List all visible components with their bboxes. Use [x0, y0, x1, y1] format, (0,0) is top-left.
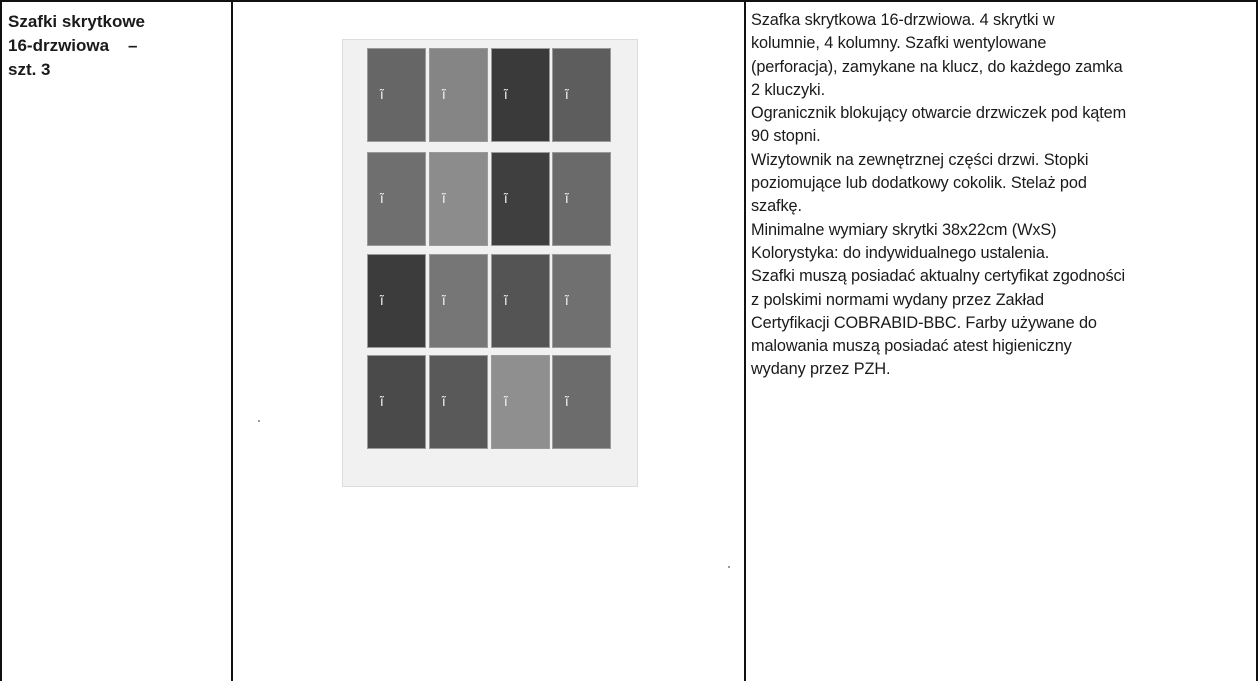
door-handle-icon: ĩ	[380, 88, 384, 103]
description-line: kolumnie, 4 kolumny. Szafki wentylowane	[751, 34, 1047, 53]
locker-door: ĩ	[429, 355, 488, 449]
locker-door: ĩ	[491, 254, 550, 348]
door-handle-icon: ĩ	[380, 395, 384, 410]
item-description-cell: Szafka skrytkowa 16-drzwiowa. 4 skrytki …	[748, 0, 1256, 382]
description-line: wydany przez PZH.	[751, 360, 891, 379]
door-handle-icon: ĩ	[442, 294, 446, 309]
door-handle-icon: ĩ	[504, 88, 508, 103]
description-line: malowania muszą posiadać atest higienicz…	[751, 337, 1072, 356]
door-handle-icon: ĩ	[504, 192, 508, 207]
locker-door: ĩ	[367, 48, 426, 142]
locker-door: ĩ	[552, 48, 611, 142]
door-handle-icon: ĩ	[504, 395, 508, 410]
description-line: szafkę.	[751, 197, 802, 216]
door-handle-icon: ĩ	[565, 395, 569, 410]
door-handle-icon: ĩ	[504, 294, 508, 309]
locker-door: ĩ	[491, 48, 550, 142]
description-line: Szafki muszą posiadać aktualny certyfika…	[751, 267, 1126, 286]
item-name-cell: Szafki skrytkowe 16-drzwiowa – szt. 3	[4, 0, 230, 82]
item-name-line: szt. 3	[8, 60, 51, 79]
description-line: z polskimi normami wydany przez Zakład	[751, 290, 1044, 309]
table-border-right	[1256, 0, 1258, 681]
item-name-line: Szafki skrytkowe	[8, 12, 146, 31]
scan-speck	[728, 566, 730, 568]
description-line: (perforacja), zamykane na klucz, do każd…	[751, 57, 1123, 76]
locker-door: ĩ	[491, 355, 550, 449]
table-border-left	[0, 0, 2, 681]
door-handle-icon: ĩ	[442, 88, 446, 103]
table-column-divider	[231, 0, 233, 681]
locker-door: ĩ	[429, 254, 488, 348]
locker-door: ĩ	[429, 48, 488, 142]
door-handle-icon: ĩ	[442, 192, 446, 207]
locker-door: ĩ	[552, 152, 611, 246]
item-name-line: 16-drzwiowa –	[8, 36, 138, 55]
door-handle-icon: ĩ	[565, 294, 569, 309]
locker-door: ĩ	[552, 254, 611, 348]
locker-door: ĩ	[429, 152, 488, 246]
description-line: 90 stopni.	[751, 127, 821, 146]
door-handle-icon: ĩ	[380, 192, 384, 207]
door-handle-icon: ĩ	[565, 88, 569, 103]
door-handle-icon: ĩ	[565, 192, 569, 207]
description-line: Ogranicznik blokujący otwarcie drzwiczek…	[751, 104, 1127, 123]
locker-cabinet-image: ĩ ĩ ĩ ĩ ĩ ĩ ĩ ĩ ĩ ĩ ĩ ĩ ĩ ĩ ĩ ĩ	[343, 40, 637, 486]
description-line: Szafka skrytkowa 16-drzwiowa. 4 skrytki …	[751, 11, 1055, 29]
locker-door: ĩ	[552, 355, 611, 449]
description-line: 2 kluczyki.	[751, 80, 825, 99]
locker-door: ĩ	[367, 152, 426, 246]
description-line: Certyfikacji COBRABID-BBC. Farby używane…	[751, 313, 1097, 332]
locker-door: ĩ	[367, 254, 426, 348]
description-line: Kolorystyka: do indywidualnego ustalenia…	[751, 243, 1050, 262]
door-handle-icon: ĩ	[442, 395, 446, 410]
locker-door: ĩ	[367, 355, 426, 449]
description-line: Wizytownik na zewnętrznej części drzwi. …	[751, 150, 1089, 169]
description-line: poziomujące lub dodatkowy cokolik. Stela…	[751, 174, 1087, 193]
product-image-cell: ĩ ĩ ĩ ĩ ĩ ĩ ĩ ĩ ĩ ĩ ĩ ĩ ĩ ĩ ĩ ĩ	[234, 0, 743, 681]
scan-speck	[258, 420, 260, 422]
table-column-divider	[744, 0, 746, 681]
table-border-top	[0, 0, 1258, 2]
locker-door: ĩ	[491, 152, 550, 246]
door-handle-icon: ĩ	[380, 294, 384, 309]
description-line: Minimalne wymiary skrytki 38x22cm (WxS)	[751, 220, 1057, 239]
